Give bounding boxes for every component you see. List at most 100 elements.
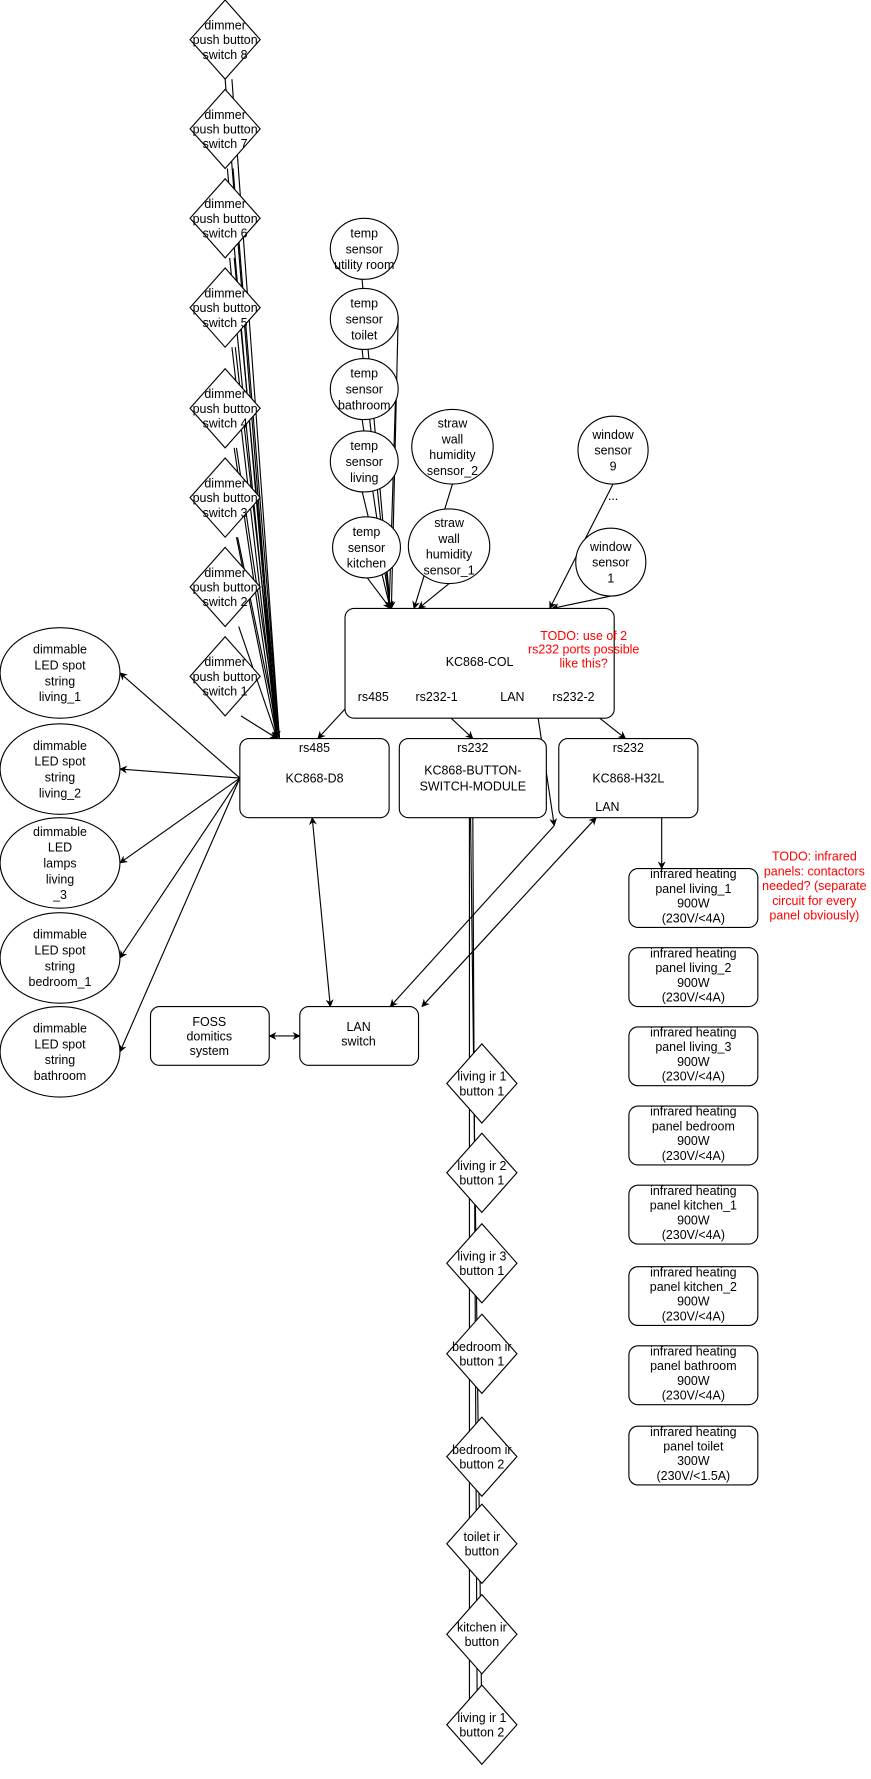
dimmer-push-button-switch-shape[interactable] [189, 367, 261, 449]
window-sensor-shape[interactable] [575, 527, 647, 597]
module-kc868-h32l-shape[interactable] [558, 737, 699, 819]
module-kc868-button-switch-module-shape[interactable] [398, 737, 547, 819]
temp-sensor-shape[interactable] [329, 217, 399, 280]
node-label-line: (230V/<4A) [662, 1309, 725, 1323]
controller-port: LAN [500, 690, 524, 704]
module-kc868-d8-shape[interactable] [239, 737, 390, 819]
node-label-line: (230V/<4A) [662, 1149, 725, 1163]
dimmer-push-button-switch-shape[interactable] [189, 0, 261, 81]
foss-domotics-system-shape[interactable] [149, 1005, 270, 1066]
ir-button-shape[interactable] [446, 1684, 518, 1766]
ir-button-shape[interactable] [446, 1313, 518, 1395]
node-label-line: LED spot [34, 944, 86, 958]
humidity-sensor-shape[interactable] [411, 408, 494, 485]
temp-sensor-shape[interactable] [329, 430, 399, 493]
dimmer-push-button-switch-shape[interactable] [189, 177, 261, 259]
dimmer-push-button-switch-shape[interactable] [189, 546, 261, 628]
ir-button-shape[interactable] [446, 1593, 518, 1675]
ir-button-shape[interactable] [446, 1503, 518, 1585]
connection-line [119, 777, 241, 959]
node-label-line: KC868-H32L [592, 772, 664, 786]
lan-switch-shape[interactable] [299, 1005, 420, 1066]
ir-button-shape[interactable] [446, 1132, 518, 1214]
infrared-heating-panel-shape[interactable] [628, 1266, 759, 1327]
node-label-line: SWITCH-MODULE [420, 780, 526, 794]
dimmable-led-output-shape[interactable] [0, 1006, 121, 1098]
infrared-heating-panel-shape[interactable] [628, 1026, 759, 1087]
infrared-heating-panel-shape[interactable] [628, 1425, 759, 1486]
temp-sensor-shape[interactable] [329, 357, 399, 421]
controller-kc868-col-shape[interactable] [344, 607, 615, 719]
node-label-line: infrared heating [650, 1265, 737, 1279]
dimmable-led-output-shape[interactable] [0, 817, 121, 909]
infrared-heating-panel-shape[interactable] [628, 868, 759, 928]
humidity-sensor-shape[interactable] [407, 508, 491, 585]
temp-sensor-shape[interactable] [332, 516, 402, 579]
dimmable-led-output-shape[interactable] [0, 912, 121, 1004]
ir-button-shape[interactable] [446, 1416, 518, 1498]
dimmer-push-button-switch-shape[interactable] [189, 88, 261, 170]
infrared-heating-panel-shape[interactable] [628, 947, 759, 1008]
node-label-line: living ir 2 [457, 1159, 506, 1173]
node-label-line: switch 6 [203, 227, 248, 241]
ir-button-shape[interactable] [446, 1043, 518, 1124]
dimmer-push-button-switch-shape[interactable] [189, 457, 261, 539]
dimmable-led-output-shape[interactable] [0, 627, 121, 719]
dimmer-push-button-switch-shape[interactable] [189, 267, 261, 349]
node-label-line: panel living_1 [655, 882, 731, 896]
infrared-heating-panel-shape[interactable] [628, 1345, 759, 1406]
window-sensor-shape[interactable] [577, 415, 649, 485]
dimmer-push-button-switch-shape[interactable] [189, 635, 261, 717]
infrared-heating-panel-shape[interactable] [628, 1105, 759, 1166]
dimmable-led-output-shape[interactable] [0, 723, 121, 815]
temp-sensor-shape[interactable] [329, 287, 399, 351]
ir-button-shape[interactable] [446, 1222, 518, 1304]
infrared-heating-panel-shape[interactable] [628, 1184, 759, 1245]
